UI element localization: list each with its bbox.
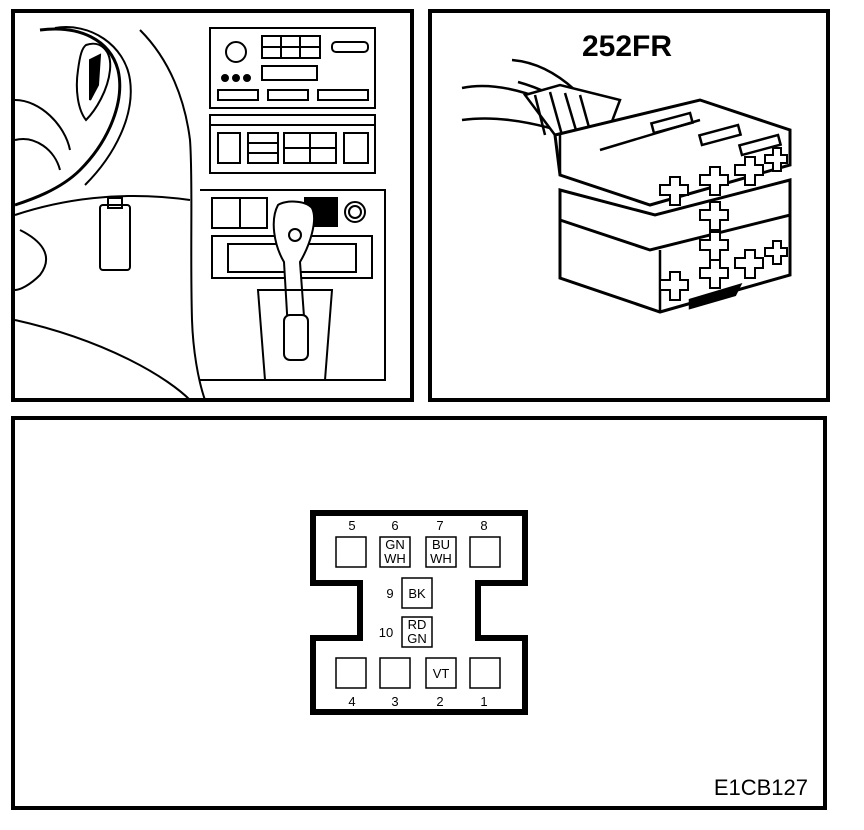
pin-cavity-7: [425, 536, 457, 568]
pin-number-7: 7: [436, 518, 443, 533]
pin-10-wire-color-1: RD: [408, 617, 427, 632]
pinout-panel: 5 6 7 8 9 10 4 3 2 1 GN WH: [11, 416, 827, 810]
pin-cavity-6: [379, 536, 411, 568]
pin-number-4: 4: [348, 694, 355, 709]
location-view-panel: [11, 9, 414, 402]
pin-cavity-2: [425, 657, 457, 689]
pin-cavity-3: [379, 657, 411, 689]
pin-number-6: 6: [391, 518, 398, 533]
pin-cavity-1: [469, 657, 501, 689]
pin-9-wire-color: BK: [408, 586, 426, 601]
pin-cavity-5: [335, 536, 367, 568]
pin-number-3: 3: [391, 694, 398, 709]
pin-cavity-4: [335, 657, 367, 689]
pin-number-2: 2: [436, 694, 443, 709]
pin-cavity-9: [401, 577, 433, 609]
pin-number-8: 8: [480, 518, 487, 533]
pin-number-5: 5: [348, 518, 355, 533]
pin-number-1: 1: [480, 694, 487, 709]
pin-7-wire-color-2: WH: [430, 551, 452, 566]
pin-6-wire-color-2: WH: [384, 551, 406, 566]
pin-number-10: 10: [379, 625, 393, 640]
figure-id: E1CB127: [714, 775, 808, 800]
dashboard-illustration: [14, 26, 386, 401]
connector-illustration-panel: 252FR: [428, 9, 830, 402]
connector-title: 252FR: [582, 30, 672, 63]
connector-drawing: [461, 58, 792, 314]
pin-7-wire-color-1: BU: [432, 537, 450, 552]
pin-cavity-8: [469, 536, 501, 568]
pin-6-wire-color-1: GN: [385, 537, 405, 552]
pin-number-9: 9: [386, 586, 393, 601]
pin-10-wire-color-2: GN: [407, 631, 427, 646]
pin-2-wire-color: VT: [433, 666, 450, 681]
pin-cavity-10: [401, 616, 433, 648]
